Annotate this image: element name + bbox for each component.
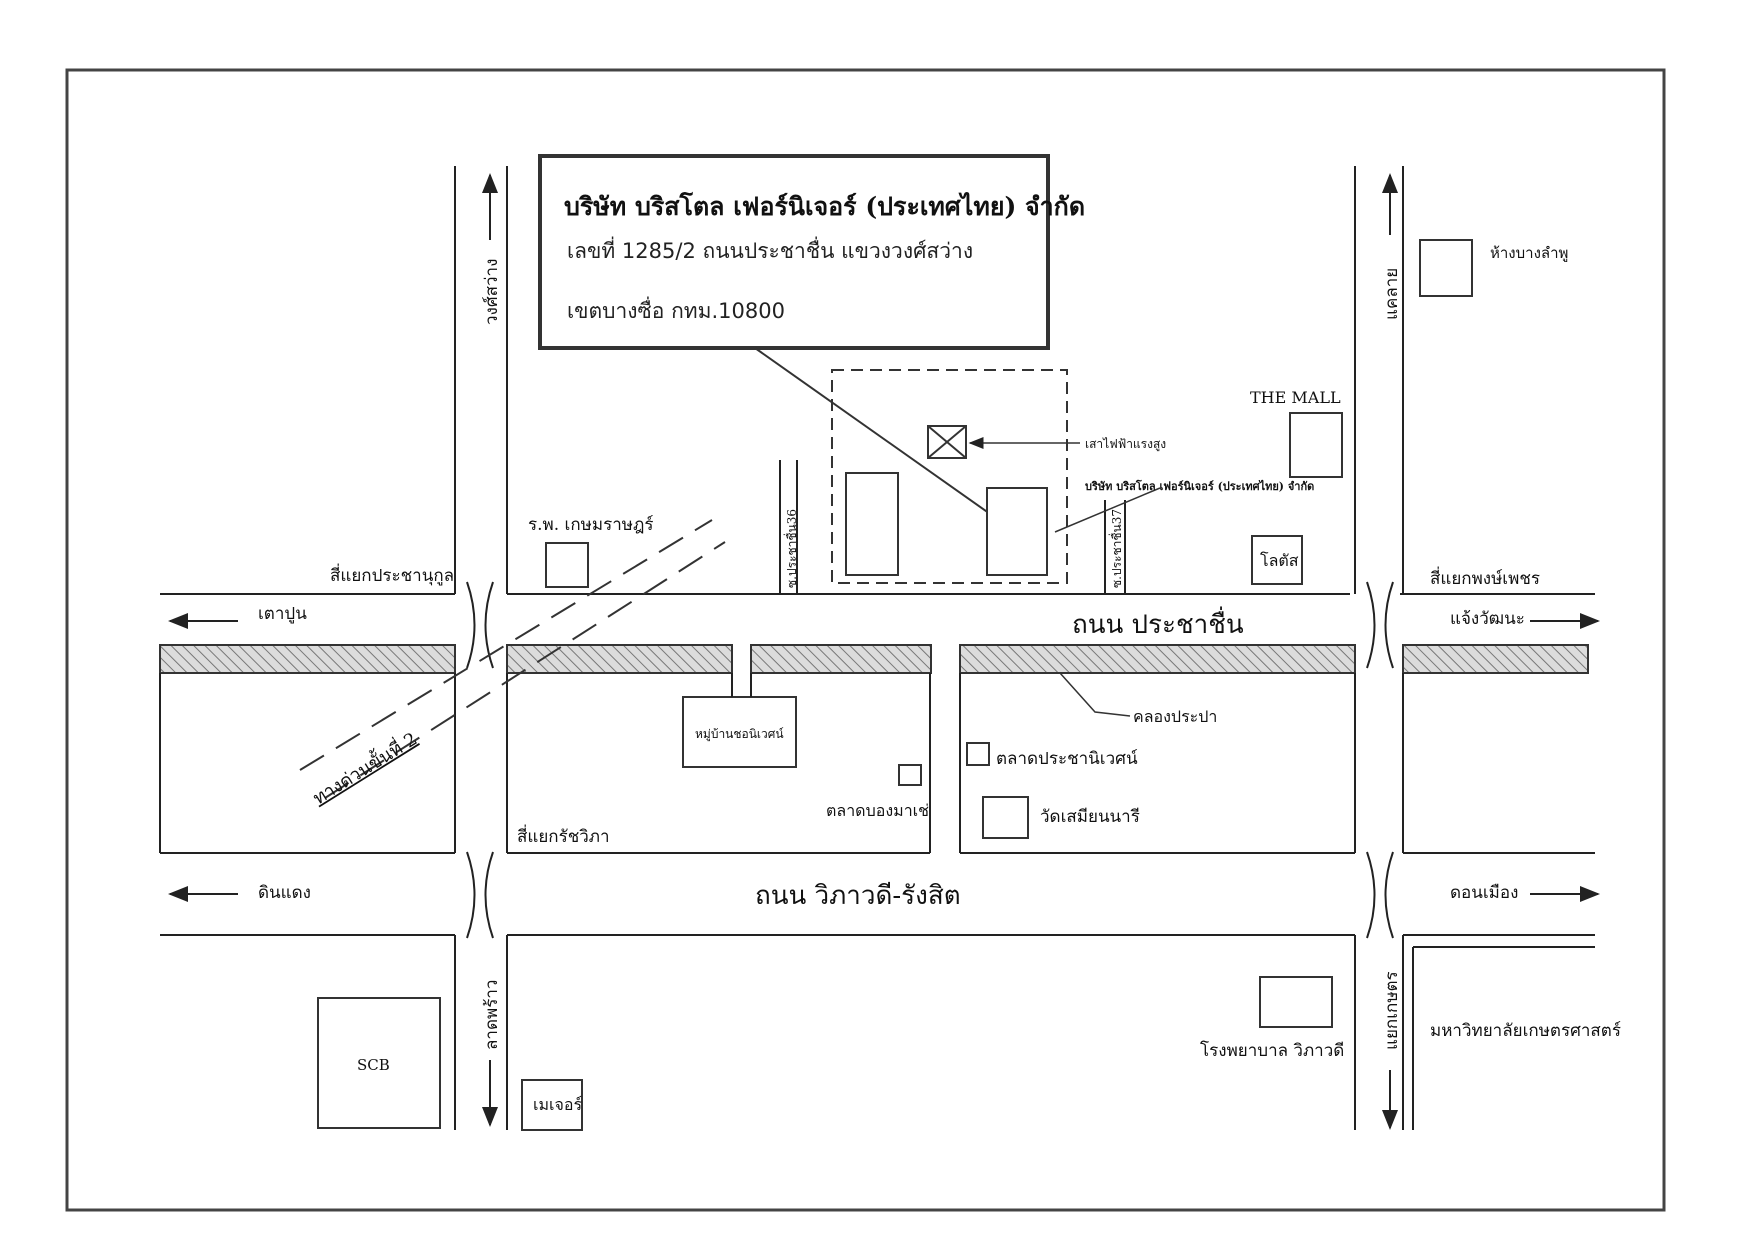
landmark-label-scb: SCB: [357, 1056, 390, 1074]
company-address-line1: เลขที่ 1285/2 ถนนประชาชื่น แขวงวงศ์สว่าง: [567, 236, 973, 263]
power-pole-icon: [927, 425, 967, 459]
temple-building: [982, 796, 1029, 839]
major-building: [521, 1079, 583, 1131]
company-title: บริษัท บริสโตล เฟอร์นิเจอร์ (ประเทศไทย) …: [564, 191, 1085, 221]
site-area: [831, 369, 1068, 584]
lotus-building: [1251, 535, 1303, 585]
road-label-vibhavadi: ถนน วิภาวดี-รังสิต: [755, 881, 961, 911]
road-label-prachachuen: ถนน ประชาชื่น: [1072, 606, 1244, 640]
direction-label-don-mueang: ดอนเมือง: [1450, 883, 1518, 903]
landmark-label-bong-market: ตลาดบองมาเช่: [826, 801, 929, 820]
company-pointer: [754, 347, 1012, 530]
road-label-soi-37: ซ.ประชาชื่น37: [1108, 509, 1124, 588]
soi-37-road: [1104, 500, 1126, 594]
khae-rai-road: [1354, 166, 1404, 594]
north-arrows: [482, 173, 1398, 1130]
map-frame: [65, 68, 1666, 1212]
landmark-label-village: หมู่บ้านชอนิเวศน์: [695, 727, 784, 742]
road-label-lat-phrao: ลาดพร้าว: [482, 980, 502, 1050]
village-building: [682, 696, 797, 768]
landmark-label-canal: คลองประปา: [1133, 707, 1217, 726]
company-building: [986, 487, 1048, 576]
direction-label-din-daeng: ดินแดง: [258, 883, 311, 903]
landmark-label-the-mall: THE MALL: [1250, 388, 1341, 407]
wongsawang-road: [454, 166, 508, 594]
intersection-label-ratchawipha: สี่แยกรัชวิภา: [517, 824, 610, 847]
direction-arrows: [168, 613, 1600, 902]
road-label-yaek-kaset: แยกเกษตร: [1382, 971, 1402, 1050]
company-info-box: [538, 154, 1050, 350]
yaek-kaset-road: [1354, 935, 1404, 1130]
road-label-wongsawang: วงศ์สว่าง: [482, 259, 502, 325]
expressway: [299, 519, 726, 799]
landmark-label-major: เมเจอร์: [533, 1095, 582, 1114]
road-label-soi-36: ซ.ประชาชื่น36: [783, 509, 799, 588]
canal-band: [159, 644, 1589, 674]
direction-label-chaeng-watthana: แจ้งวัฒนะ: [1450, 609, 1525, 629]
landmark-label-bang-lamphu: ห้างบางลำพู: [1490, 244, 1568, 262]
soi-36-road: [779, 460, 798, 594]
scb-building: [317, 997, 441, 1129]
landmark-label-vibhavadi-hospital: โรงพยาบาล วิภาวดี: [1200, 1040, 1344, 1061]
landmark-label-temple: วัดเสมียนนารี: [1040, 807, 1140, 827]
canal-label-pointer: [1059, 672, 1131, 717]
landmark-label-company-small: บริษัท บริสโตล เฟอร์นิเจอร์ (ประเทศไทย) …: [1085, 479, 1314, 493]
vibhavadi-hospital-building: [1259, 976, 1333, 1028]
intersection-curves: [466, 581, 1394, 939]
company-address-line2: เขตบางซื่อ กทม.10800: [567, 296, 785, 323]
landmark-label-kasemrad: ร.พ. เกษมราษฎร์: [528, 515, 654, 535]
kasemrad-building: [545, 542, 589, 588]
intersection-label-pracha-niwet: สี่แยกประชานุกูล: [330, 563, 454, 586]
landmark-label-lotus: โลตัส: [1260, 551, 1299, 570]
direction-label-tao-pun: เตาปูน: [258, 604, 307, 624]
lat-phrao-road: [454, 935, 508, 1130]
bang-lamphu-building: [1419, 239, 1473, 297]
bong-market-building: [898, 764, 922, 786]
company-building-pointer: [1054, 487, 1161, 533]
landmark-label-pracha-market: ตลาดประชานิเวศน์: [996, 749, 1138, 769]
road-label-khae-rai: แคลาย: [1382, 268, 1402, 320]
intersection-label-phong-phet: สี่แยกพงษ์เพชร: [1430, 566, 1540, 589]
kasetsart-campus: [1412, 946, 1595, 1130]
the-mall-building: [1289, 412, 1343, 478]
pracha-market-building: [966, 742, 990, 766]
middle-blocks: [159, 673, 1595, 854]
landmark-label-power-pole: เสาไฟฟ้าแรงสูง: [1085, 437, 1166, 452]
road-label-expressway: ทางด่วนขั้นที่ 2: [308, 726, 421, 809]
landmark-label-kasetsart: มหาวิทยาลัยเกษตรศาสตร์: [1430, 1021, 1621, 1041]
site-building-left: [845, 472, 899, 576]
